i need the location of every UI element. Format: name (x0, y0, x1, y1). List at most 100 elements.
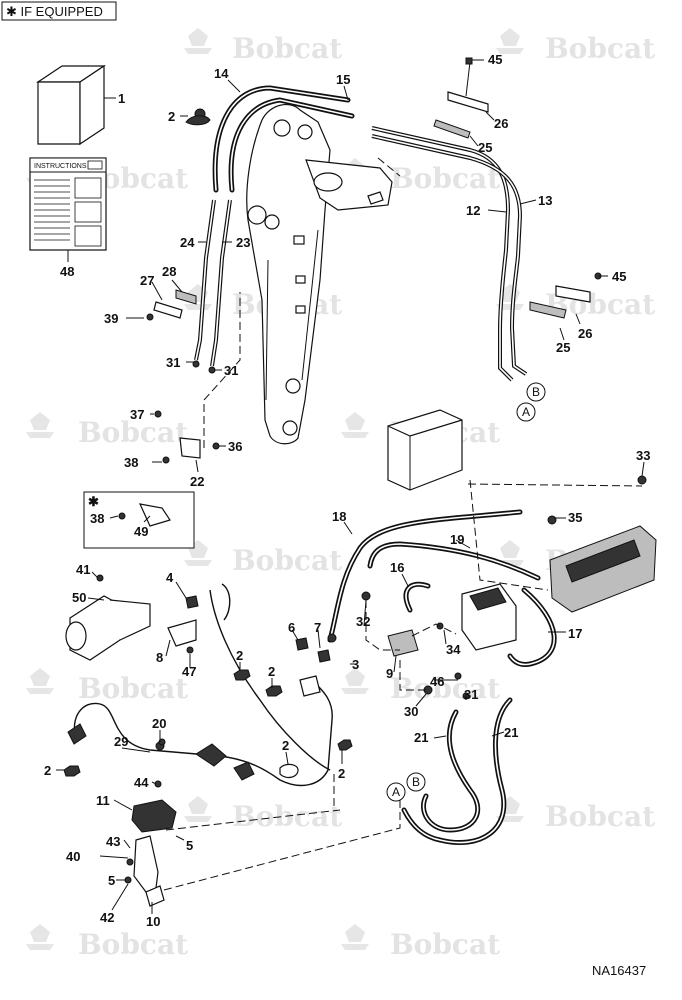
tube-13 (371, 134, 528, 376)
callout-25: 25 (478, 140, 492, 155)
callout-7: 7 (314, 620, 321, 635)
watermark-logo-icon (496, 540, 524, 566)
hose-16 (403, 581, 431, 613)
hose-21-left (421, 709, 481, 833)
watermark-text: Bobcat (390, 672, 500, 705)
watermark-text: Bobcat (232, 544, 342, 577)
callout-39: 39 (104, 311, 118, 326)
callout-36: 36 (228, 439, 242, 454)
part-sensor-4 (185, 595, 199, 609)
callout-12: 12 (466, 203, 480, 218)
callout-31: 31 (166, 355, 180, 370)
callout-1: 1 (118, 91, 125, 106)
callout-38: 38 (124, 455, 138, 470)
hose-14 (212, 85, 351, 193)
watermark-logo-icon (26, 668, 54, 694)
connector-a-bottom: A (386, 782, 406, 802)
callout-10: 10 (146, 914, 160, 929)
inset-if-equipped-box: ✱ (83, 491, 195, 549)
callout-31: 31 (464, 687, 478, 702)
callout-48: 48 (60, 264, 74, 279)
callout-18: 18 (332, 509, 346, 524)
part-box (36, 64, 106, 146)
callout-50: 50 (72, 590, 86, 605)
part-clamp-28 (175, 289, 197, 305)
callout-26: 26 (494, 116, 508, 131)
watermark-text: Bobcat (545, 32, 655, 65)
callout-9: 9 (386, 666, 393, 681)
watermark-logo-icon (26, 924, 54, 950)
connector-b-label: B (532, 385, 540, 399)
part-control-valve (549, 475, 657, 613)
part-boom-arm (246, 103, 393, 445)
watermark-text: Bobcat (390, 928, 500, 961)
callout-23: 23 (236, 235, 250, 250)
callout-2: 2 (44, 763, 51, 778)
callout-21: 21 (504, 725, 518, 740)
callout-13: 13 (538, 193, 552, 208)
watermark-logo-icon (184, 796, 212, 822)
watermark-logo-icon (341, 668, 369, 694)
callout-46: 46 (430, 674, 444, 689)
callout-22: 22 (190, 474, 204, 489)
hose-21-right (401, 697, 513, 846)
callout-20: 20 (152, 716, 166, 731)
part-bracket-10 (99, 835, 165, 907)
fasteners-upper (146, 108, 220, 464)
callout-5: 5 (108, 873, 115, 888)
callout-34: 34 (446, 642, 461, 657)
callout-38: 38 (90, 511, 104, 526)
connector-b-bottom: B (406, 772, 426, 792)
connector-b-top: B (526, 382, 546, 402)
callout-3: 3 (352, 657, 359, 672)
part-instructions-document: INSTRUCTIONS (29, 157, 107, 251)
callout-8: 8 (156, 650, 163, 665)
callout-44: 44 (134, 775, 149, 790)
callout-17: 17 (568, 626, 582, 641)
callout-43: 43 (106, 834, 120, 849)
callout-2: 2 (268, 664, 275, 679)
callout-24: 24 (180, 235, 195, 250)
watermark-logo-icon (341, 924, 369, 950)
callout-2: 2 (282, 738, 289, 753)
callout-leaders (56, 59, 645, 914)
callout-27: 27 (140, 273, 154, 288)
callout-14: 14 (214, 66, 229, 81)
callout-47: 47 (182, 664, 196, 679)
watermark-text: Bobcat (78, 928, 188, 961)
part-pump-assembly (65, 574, 151, 661)
part-pedal-block (461, 583, 517, 651)
hose-17 (507, 587, 557, 667)
part-clamp-25-top (433, 119, 471, 139)
callout-29: 29 (114, 734, 128, 749)
tube-23 (210, 199, 232, 367)
callout-15: 15 (336, 72, 350, 87)
callout-26: 26 (578, 326, 592, 341)
if-equipped-note: ✱ IF EQUIPPED (1, 1, 117, 21)
watermark-logo-icon (26, 412, 54, 438)
inset-star: ✱ (88, 494, 99, 509)
callout-45: 45 (488, 52, 502, 67)
callout-16: 16 (390, 560, 404, 575)
watermark-text: Bobcat (390, 162, 500, 195)
wiring-harness-29 (67, 583, 333, 787)
part-clamp-27 (153, 301, 183, 319)
part-clamp-25-right (529, 301, 567, 319)
callout-30: 30 (404, 704, 418, 719)
hose-19 (367, 541, 541, 581)
callout-6: 6 (288, 620, 295, 635)
connector-a-label: A (392, 785, 400, 799)
callout-33: 33 (636, 448, 650, 463)
hose-18 (327, 509, 523, 643)
tube-24 (194, 199, 216, 361)
callout-21: 21 (414, 730, 428, 745)
watermark-text: Bobcat (545, 800, 655, 833)
connector-b-label: B (412, 775, 420, 789)
callout-35: 35 (568, 510, 582, 525)
watermark-text: Bobcat (232, 32, 342, 65)
watermark-logo-icon (341, 412, 369, 438)
callout-labels: 1 2 14 15 45 26 25 13 12 48 24 23 27 28 … (44, 52, 650, 929)
callout-19: 19 (450, 532, 464, 547)
callout-4: 4 (166, 570, 174, 585)
